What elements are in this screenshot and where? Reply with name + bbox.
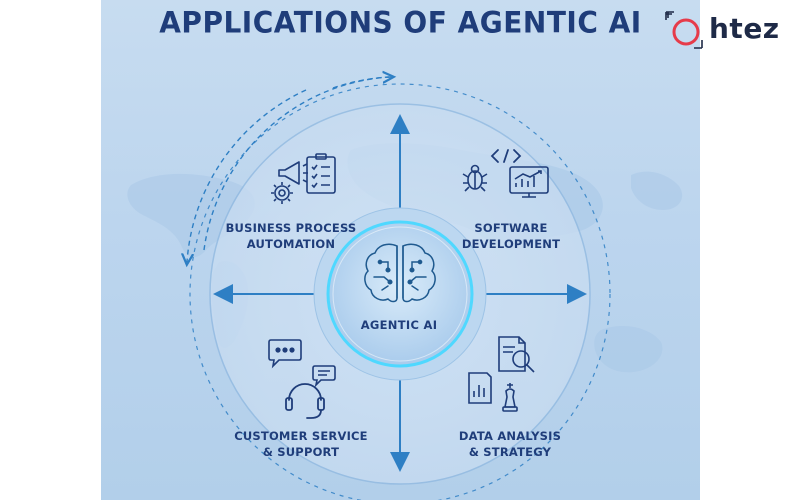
- infographic-panel: APPLICATIONS OF AGENTIC AI BUSINESS PROC…: [101, 0, 700, 500]
- brain-circuit-icon: [364, 243, 436, 303]
- label-customer-service: CUSTOMER SERVICE & SUPPORT: [231, 428, 371, 460]
- center-hub-inner: [332, 226, 468, 362]
- label-business-process-line1: BUSINESS PROCESS: [225, 221, 357, 235]
- label-data-analysis-line1: DATA ANALYSIS: [458, 429, 562, 443]
- label-data-analysis-line2: & STRATEGY: [468, 445, 552, 459]
- center-hub-glow: [326, 220, 474, 368]
- report-magnifier-icon: [498, 336, 535, 373]
- headset-icon: [285, 383, 325, 419]
- chat-bubble-icon: [268, 339, 302, 369]
- speech-bubble-icon: [312, 365, 336, 388]
- orbit-arc-top-arrow: [332, 77, 391, 89]
- label-software-development-line2: DEVELOPMENT: [461, 237, 561, 251]
- label-customer-service-line1: CUSTOMER SERVICE: [234, 429, 368, 443]
- chess-piece-icon: [502, 383, 518, 412]
- o-ring-logo-icon: [665, 11, 703, 49]
- label-business-process-line2: AUTOMATION: [246, 237, 336, 251]
- label-customer-service-line2: & SUPPORT: [262, 445, 340, 459]
- label-software-development-line1: SOFTWARE: [474, 221, 548, 235]
- label-data-analysis: DATA ANALYSIS & STRATEGY: [445, 428, 575, 460]
- checklist-icon: [306, 153, 336, 194]
- code-brackets-icon: [490, 149, 522, 163]
- bug-icon: [462, 164, 488, 192]
- diagram-canvas: [127, 0, 683, 500]
- center-label: AGENTIC AI: [360, 318, 438, 332]
- page-title: APPLICATIONS OF AGENTIC AI: [159, 5, 642, 40]
- logo-wordmark: htez: [709, 12, 780, 45]
- label-business-process: BUSINESS PROCESS AUTOMATION: [221, 220, 361, 252]
- orbit-arc-left: [187, 89, 307, 262]
- axis-arrows: [213, 114, 587, 472]
- gear-icon: [271, 182, 293, 204]
- monitor-chart-icon: [509, 166, 549, 198]
- bar-chart-document-icon: [468, 372, 492, 404]
- orbit-dashed-ring: [189, 83, 611, 500]
- label-software-development: SOFTWARE DEVELOPMENT: [446, 220, 576, 252]
- brand-logo: htez: [664, 10, 794, 74]
